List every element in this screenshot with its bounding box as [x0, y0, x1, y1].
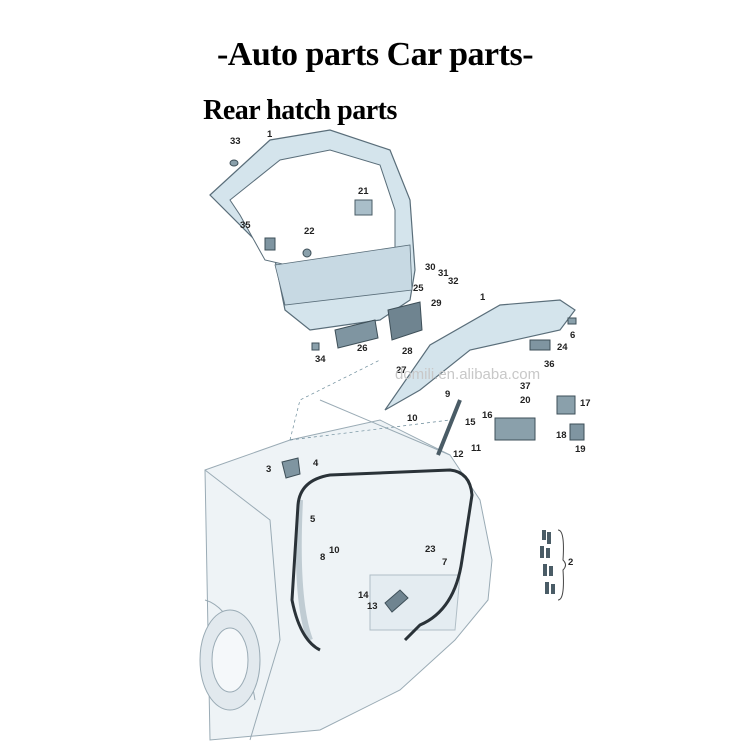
part-label-36: 36: [544, 359, 555, 370]
rear-hatch-frame: [209, 129, 416, 351]
part-label-30: 30: [425, 262, 436, 273]
part-label-37: 37: [520, 381, 531, 392]
part-label-10: 10: [329, 545, 340, 556]
part-label-25: 25: [413, 283, 424, 294]
part-label-9: 9: [445, 389, 450, 400]
part-label-26: 26: [357, 343, 368, 354]
part-label-4: 4: [313, 458, 319, 469]
part-label-24: 24: [557, 342, 568, 353]
part-label-18: 18: [556, 430, 567, 441]
lock-17: [556, 395, 576, 415]
part-label-28: 28: [402, 346, 413, 357]
part-label-3: 3: [266, 464, 271, 475]
part-label-27: 27: [396, 365, 407, 376]
page-title: -Auto parts Car parts-: [216, 36, 534, 73]
part-label-12: 12: [453, 449, 464, 460]
part-label-10: 10: [407, 413, 418, 424]
part-label-16: 16: [482, 410, 493, 421]
striker-19: [569, 423, 585, 441]
part-label-7: 7: [442, 557, 447, 568]
part-label-31: 31: [438, 268, 449, 279]
part-label-1: 1: [267, 129, 273, 140]
part-label-19: 19: [575, 444, 586, 455]
car-body-illustration: [199, 399, 493, 741]
part-label-6: 6: [570, 330, 575, 341]
part-label-5: 5: [310, 514, 316, 525]
part-label-1: 1: [480, 292, 486, 303]
bolt-set-2: [540, 529, 566, 601]
part-label-2: 2: [568, 557, 573, 568]
part-label-32: 32: [448, 276, 459, 287]
lock-actuator: [494, 417, 536, 441]
plate-26: [334, 319, 379, 349]
part-label-33: 33: [230, 136, 241, 147]
part-label-22: 22: [304, 226, 315, 237]
plate-27: [387, 301, 423, 341]
hatch-lower-panel: [384, 299, 577, 411]
part-label-20: 20: [520, 395, 531, 406]
part-label-29: 29: [431, 298, 442, 309]
part-label-13: 13: [367, 601, 378, 612]
watermark: domili.en.alibaba.com: [395, 366, 541, 383]
part-label-8: 8: [320, 552, 325, 563]
part-label-21: 21: [358, 186, 369, 197]
gas-strut: [436, 399, 462, 456]
part-label-11: 11: [471, 443, 482, 454]
part-label-35: 35: [240, 220, 251, 231]
latch-13: [384, 589, 409, 613]
part-label-34: 34: [315, 354, 326, 365]
bracket-3: [281, 457, 301, 479]
part-label-14: 14: [358, 590, 369, 601]
trunk-seal: [290, 468, 474, 652]
part-label-23: 23: [425, 544, 436, 555]
page-subtitle: Rear hatch parts: [203, 95, 397, 126]
part-label-15: 15: [465, 417, 476, 428]
part-label-17: 17: [580, 398, 591, 409]
